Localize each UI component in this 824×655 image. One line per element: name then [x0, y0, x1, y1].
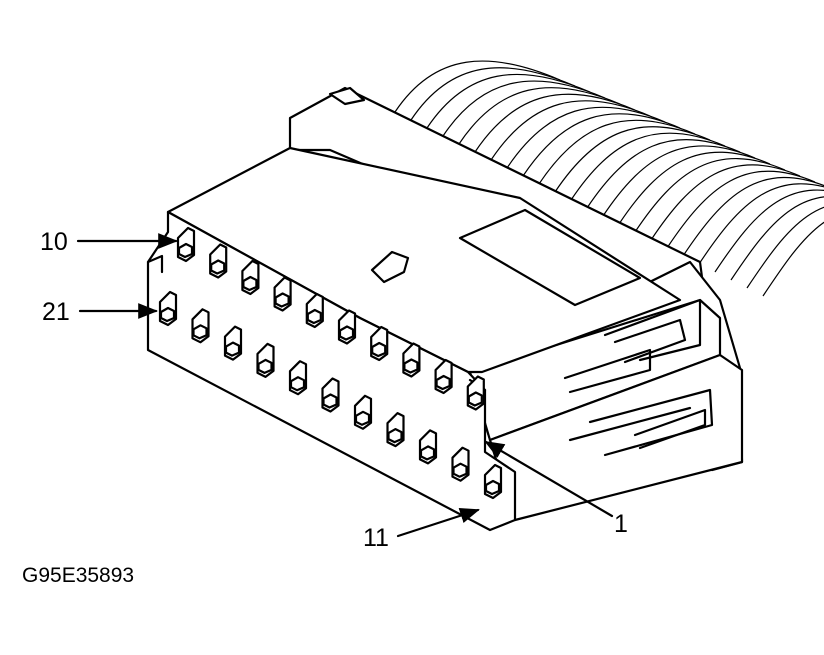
terminal-cavity	[434, 358, 453, 395]
wire-strand	[714, 189, 824, 273]
terminal-cavity	[370, 325, 389, 362]
label-pin-10: 10	[40, 228, 68, 256]
terminal-cavity	[273, 276, 292, 312]
terminal-cavity	[451, 446, 470, 482]
wire-strand	[442, 80, 606, 137]
wire-strand	[650, 164, 801, 241]
label-pin-11: 11	[363, 524, 389, 552]
terminal-cavity	[402, 342, 421, 378]
wire-strand	[394, 60, 561, 113]
wire-strand	[490, 100, 651, 161]
wire-strand	[458, 87, 621, 145]
terminal-cavity	[483, 463, 503, 500]
wire-strand	[746, 206, 824, 289]
terminal-cavity	[256, 342, 275, 378]
label-pin-1: 1	[614, 510, 628, 538]
arrow-pin-1	[484, 440, 614, 518]
terminal-cavity	[191, 308, 210, 344]
terminal-cavity	[337, 309, 357, 345]
terminal-cavity	[353, 394, 373, 430]
wire-strand	[682, 177, 824, 257]
wire-strand	[730, 196, 824, 281]
terminal-cavity	[176, 226, 196, 263]
wire-strand	[426, 73, 591, 129]
label-pin-21: 21	[42, 298, 70, 326]
callout-pin-10: 10	[40, 228, 178, 256]
terminal-cavity	[418, 429, 438, 465]
callout-pin-11: 11	[363, 507, 480, 552]
wire-strand	[570, 132, 726, 201]
wire-harness	[394, 60, 824, 297]
terminal-cavity	[241, 259, 260, 296]
terminal-cavity	[305, 292, 324, 329]
wire-strand	[474, 93, 636, 153]
terminal-cavity	[386, 412, 405, 448]
terminal-cavity	[466, 375, 485, 411]
wire-strand	[522, 113, 681, 177]
wire-strand	[410, 67, 576, 121]
terminal-cavity	[288, 360, 308, 396]
wire-strand	[666, 170, 816, 249]
wire-strand	[618, 151, 771, 225]
wire-strand	[554, 126, 711, 193]
callout-pin-21: 21	[42, 298, 158, 326]
wire-strand	[538, 119, 696, 185]
wire-strand	[602, 145, 756, 217]
terminal-cavity	[321, 377, 340, 413]
wire-strand	[506, 106, 666, 169]
arrow-pin-11	[396, 507, 480, 538]
terminal-cavities	[158, 226, 503, 500]
terminal-cavity	[223, 325, 243, 361]
wire-strand	[634, 157, 786, 233]
polarizing-key	[370, 250, 410, 284]
terminal-cavity	[209, 243, 228, 279]
callout-pin-1: 1	[484, 440, 628, 538]
wire-strand	[698, 183, 824, 265]
wire-strand	[762, 221, 824, 297]
wire-strand	[586, 138, 741, 209]
figure-caption: G95E35893	[22, 564, 134, 587]
terminal-cavity	[158, 290, 178, 327]
